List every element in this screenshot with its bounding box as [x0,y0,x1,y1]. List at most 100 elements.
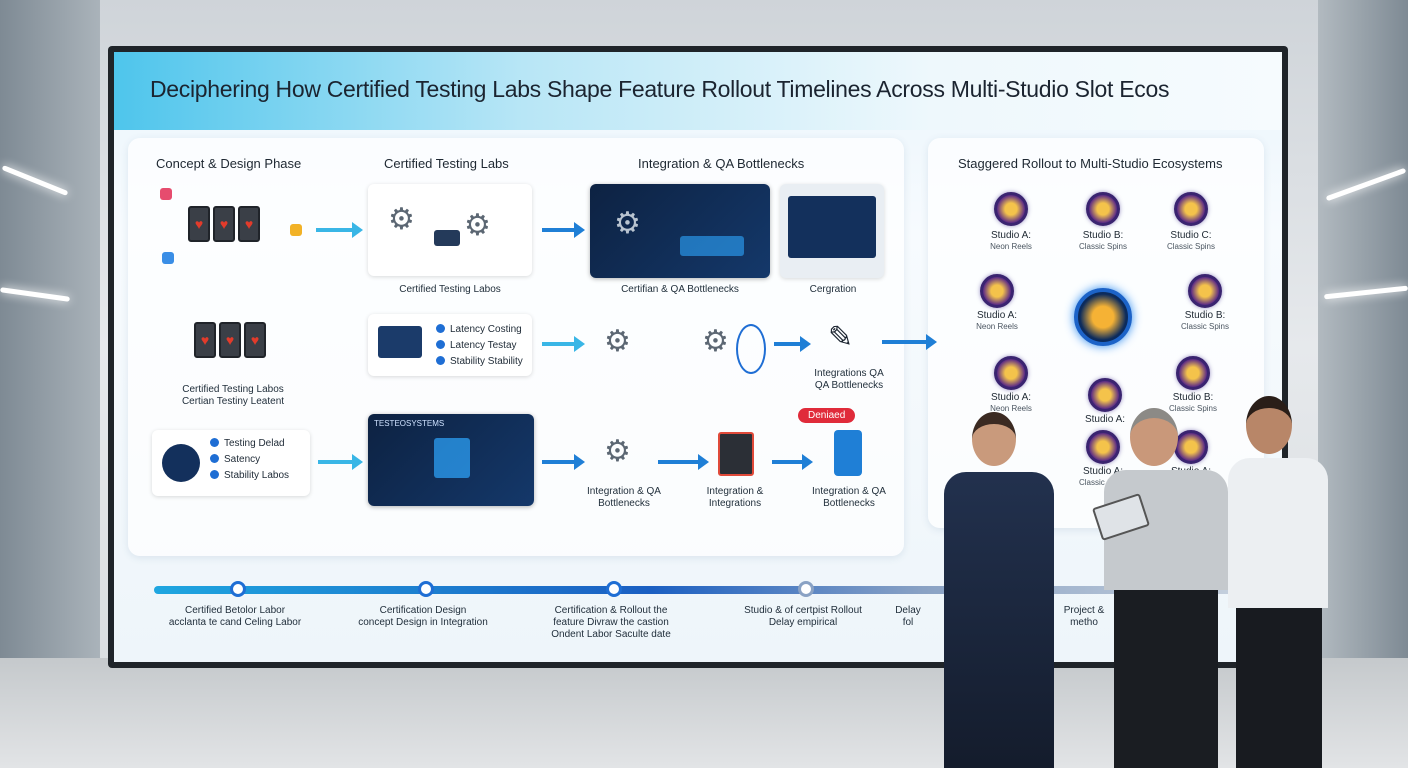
circuit-board-icon [434,230,460,246]
robot-arm-icon: ⚙ [388,203,415,236]
concept-row2-line2: Certian Testiny Leatent [181,396,285,407]
person-legs [1114,590,1218,768]
slot-machine-icon [718,432,754,476]
person-man-center [1091,408,1230,768]
studio-node-icon [1174,430,1208,464]
chip-icon [162,252,174,264]
robot-arm-icon: ⚙ [614,207,641,240]
dashboard-panel: TESTEOSYSTEMS [368,414,534,506]
monitor-icon [378,326,422,358]
concept-row2-line1: Certified Testing Labos [182,384,284,395]
person-head [1246,396,1292,454]
hologram-icon [434,438,470,478]
concept-checklist-card [152,430,310,496]
studio-node-icon [980,274,1014,308]
labs-robot-card: ⚙ ⚙ [368,184,532,276]
delay-badge: Deniaed [798,408,856,423]
studio-node-icon [994,356,1028,390]
studio-label: Studio A:Neon Reels [976,310,1018,331]
labs-checklist: Latency Costing Latency Testay Stability… [436,322,523,370]
dashboard-title: TESTEOSYSTEMS [374,419,445,428]
person-body [944,472,1054,768]
heading-integration: Integration & QA Bottlenecks [638,156,805,171]
page-title: Deciphering How Certified Testing Labs S… [150,76,1170,102]
title-bar [114,52,1282,130]
slot-machine-icon: ♥ ♥ ♥ [188,206,260,242]
qa-robot-card: ⚙ [590,184,770,278]
flow-arrow [542,222,585,238]
row3-b-line1: Integration & [706,486,764,497]
studio-label: Studio A:Neon Reels [990,392,1032,413]
coin-icon [290,224,302,236]
studio-node-icon [1176,356,1210,390]
room-wall-right [1318,0,1408,768]
network-icon [736,324,766,374]
studio-label: Studio B:Classic Spins [1078,230,1127,251]
check-item: Stability Labos [210,468,289,484]
reel-icon: ♥ [194,322,216,358]
display-screen: Deciphering How Certified Testing Labs S… [108,46,1288,668]
row3-b-line2: Integrations [708,498,762,509]
room-wall-left [0,0,100,768]
flow-arrow [542,336,585,352]
reel-icon: ♥ [219,322,241,358]
robot-arm-icon: ⚙ [604,325,631,358]
concept-checklist: Testing Delad Satency Stability Labos [210,436,289,484]
studio-label: Studio A: [1084,414,1126,425]
check-item: Satency [210,452,289,468]
labs-checklist-card [368,314,532,376]
integ-qa-mid-line2: QA Bottlenecks [814,380,884,391]
row3-c-line2: Bottlenecks [823,498,875,509]
studio-label: Studio A:Classic Spins [1078,466,1127,487]
check-icon [436,340,445,349]
heading-concept: Concept & Design Phase [156,156,302,171]
studio-label: Studio A:Neon Reels [990,230,1032,251]
flow-arrow [316,222,363,238]
hologram-platform-icon [680,236,744,256]
check-item: Stability Stability [436,354,523,370]
timeline-marker [798,581,814,597]
gem-icon [160,188,172,200]
studio-node-icon [1188,274,1222,308]
check-icon [210,438,219,447]
flow-arrow [882,334,937,350]
studio-label: Studio B:Classic Spins [1168,392,1217,413]
flow-arrow [772,454,813,470]
person-head [972,412,1016,466]
flow-arrow [774,336,811,352]
gamepad-icon [162,444,200,482]
robot-arm-icon: ⚙ [464,209,491,242]
studio-node-icon [1088,378,1122,412]
studio-label: Studio B:Classic Spins [1180,310,1229,331]
timeline-marker [418,581,434,597]
tool-icon: ✎ [828,321,854,354]
mobile-device-icon [834,430,862,476]
reel-icon: ♥ [213,206,235,242]
robot-arm-icon: ⚙ [702,325,729,358]
cert-qa-label: Certifian & QA Bottlenecks [621,284,739,295]
studio-node-icon [1174,192,1208,226]
person-legs [1236,608,1322,768]
check-icon [436,324,445,333]
robot-arm-icon: ⚙ [604,435,631,468]
cergration-label: Cergration [809,284,857,295]
flow-arrow [542,454,585,470]
person-man-right [1224,396,1334,768]
person-body [1228,458,1328,608]
reel-icon: ♥ [188,206,210,242]
check-item: Latency Testay [436,338,523,354]
flow-arrow [658,454,709,470]
slot-machine-icon-2: ♥ ♥ ♥ [194,322,266,358]
timeline-label: Project &metho [1063,605,1105,628]
timeline-marker [230,581,246,597]
dashboard-card [780,184,884,278]
studio-node-icon [1086,192,1120,226]
chart-screen-icon [788,196,876,258]
integ-qa-mid-line1: Integrations QA [814,368,884,379]
studio-node-icon [994,192,1028,226]
studio-node-icon [1086,430,1120,464]
